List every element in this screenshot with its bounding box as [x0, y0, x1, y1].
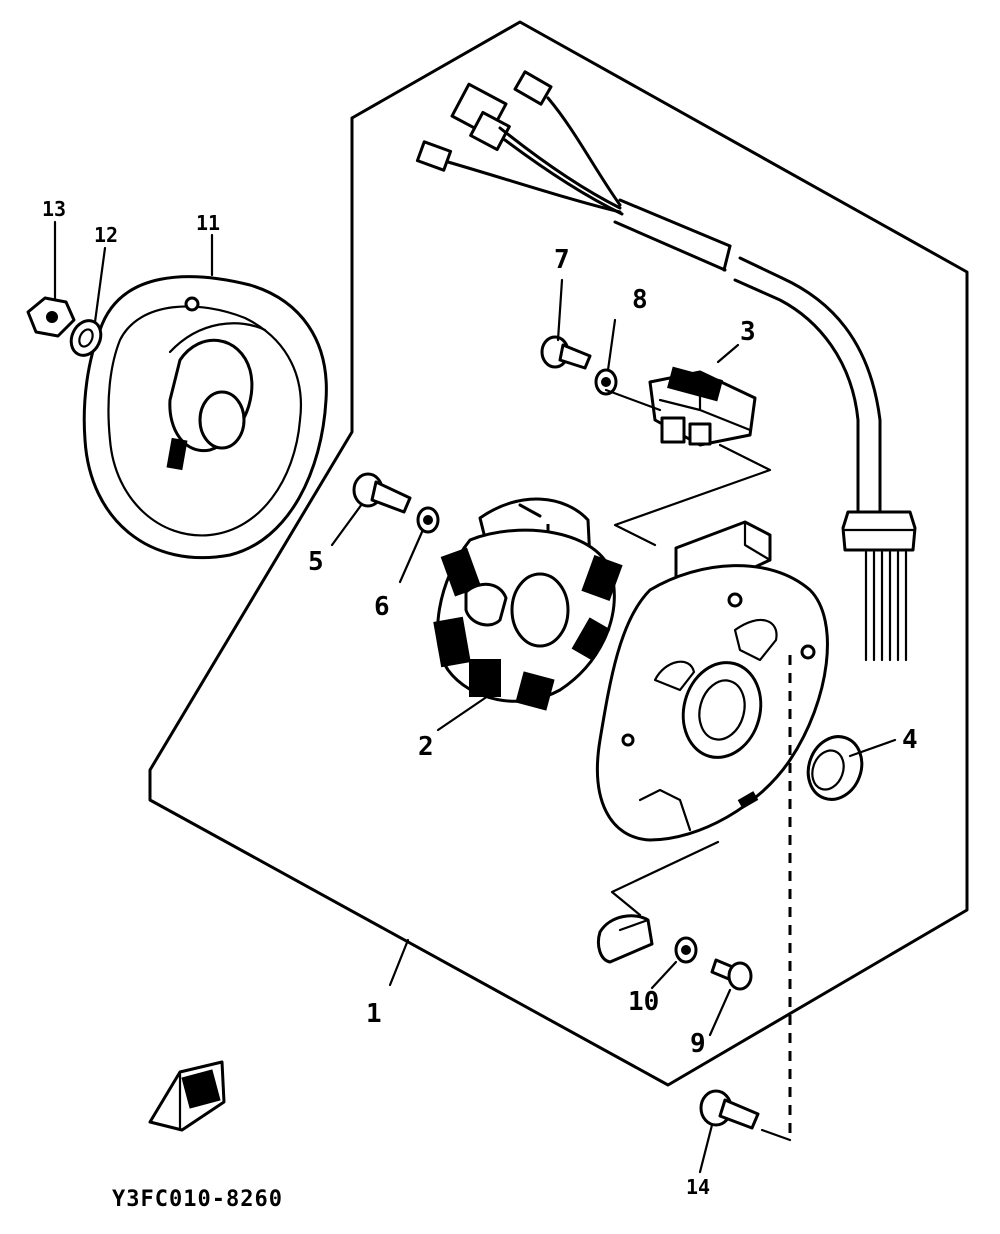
callout-7: 7: [554, 245, 570, 275]
assembly-lines: [604, 388, 792, 1142]
callout-13: 13: [42, 197, 66, 221]
holder-screw: [710, 958, 753, 991]
callout-14: 14: [686, 1175, 710, 1199]
stator-coil: [433, 497, 623, 711]
flywheel-rotor: [82, 275, 328, 560]
callout-9: 9: [690, 1029, 706, 1059]
callout-leaders: [53, 220, 897, 1174]
washer: [69, 319, 103, 357]
callout-11: 11: [196, 211, 220, 235]
callout-12: 12: [94, 223, 118, 247]
pickup-coil: [648, 366, 757, 447]
assembly-boundary: [148, 20, 969, 1087]
pickup-screw: [540, 335, 592, 370]
oil-seal: [806, 735, 864, 801]
wire-harness: [415, 70, 917, 662]
stator-screw: [352, 472, 412, 514]
callout-5: 5: [308, 547, 324, 577]
base-plate: [595, 520, 829, 1140]
stator-washer: [416, 506, 440, 534]
holder-washer: [674, 936, 698, 964]
callout-2: 2: [418, 732, 434, 762]
callout-3: 3: [740, 317, 756, 347]
lead-wire-holder: [596, 914, 654, 964]
callout-10: 10: [628, 987, 659, 1017]
tag-symbol: [148, 1060, 226, 1132]
bolt: [699, 1089, 760, 1130]
callout-6: 6: [374, 592, 390, 622]
figure-code: Y3FC010-8260: [112, 1187, 283, 1212]
callout-4: 4: [902, 725, 918, 755]
nut: [26, 296, 76, 338]
callout-labels: 1 2 3 4 5 6 7 8 9 10 11 12 13 14: [42, 197, 918, 1199]
callout-1: 1: [366, 999, 382, 1029]
pickup-washer: [594, 368, 618, 396]
callout-8: 8: [632, 285, 648, 315]
